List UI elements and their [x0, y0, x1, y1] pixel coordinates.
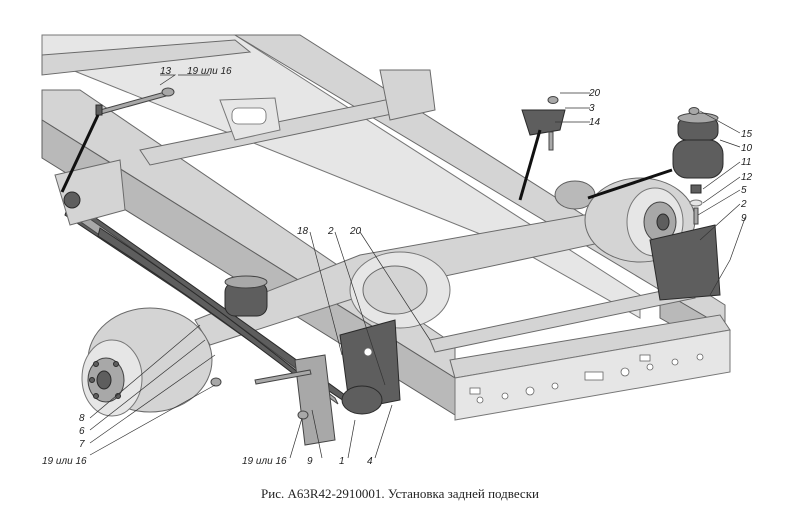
label-9-right: 9: [741, 213, 747, 224]
label-12: 12: [741, 172, 753, 183]
chassis-frame: [41, 34, 731, 421]
label-14: 14: [589, 117, 601, 128]
washer-12: [689, 199, 703, 207]
nut-19-or-16-top: [161, 87, 175, 97]
label-18: 18: [297, 226, 309, 237]
label-11: 11: [741, 157, 751, 168]
label-1: 1: [339, 456, 345, 467]
bracket-3: [521, 109, 566, 136]
cross-member-holes: [469, 353, 704, 404]
leader-lines: [89, 74, 746, 459]
label-5: 5: [741, 185, 747, 196]
part-labels: 13 19 или 16 20 3 14 15 10 11 12 5 2 9 1…: [42, 66, 753, 467]
label-9-bottom: 9: [307, 456, 313, 467]
label-15: 15: [741, 129, 753, 140]
nut-19-or-16-left: [210, 377, 222, 387]
label-2-middle: 2: [327, 226, 334, 237]
air-spring-10: [672, 112, 724, 179]
left-brake-drum: [81, 307, 213, 417]
label-7: 7: [79, 439, 85, 450]
figure-caption: Рис. A63R42-2910001. Установка задней по…: [261, 486, 539, 501]
label-10: 10: [741, 143, 753, 154]
label-2-right: 2: [740, 199, 747, 210]
nut-19-or-16-bottom: [297, 410, 309, 420]
label-8: 8: [79, 413, 85, 424]
bolt-5: [693, 207, 699, 225]
front-spring-bracket: [54, 159, 126, 226]
u-bolt-pin: [254, 369, 312, 385]
bolt-14: [548, 131, 554, 151]
nut-20: [547, 96, 559, 104]
label-3: 3: [589, 103, 595, 114]
label-19-or-16-left: 19 или 16: [42, 456, 87, 467]
label-19-or-16-top: 19 или 16: [187, 66, 232, 77]
rear-axle: [194, 180, 661, 346]
label-20-middle: 20: [349, 226, 362, 237]
left-air-spring: [224, 275, 268, 317]
label-4: 4: [367, 456, 373, 467]
nut-15: [688, 107, 700, 115]
pointer-lines: [60, 114, 673, 201]
label-19-or-16-bottom: 19 или 16: [242, 456, 287, 467]
label-13: 13: [160, 66, 172, 77]
nut-11: [690, 184, 702, 194]
rear-spring-shackle: [294, 319, 401, 446]
label-20-top: 20: [588, 88, 601, 99]
label-6: 6: [79, 426, 85, 437]
right-spring-bracket: [649, 224, 721, 301]
